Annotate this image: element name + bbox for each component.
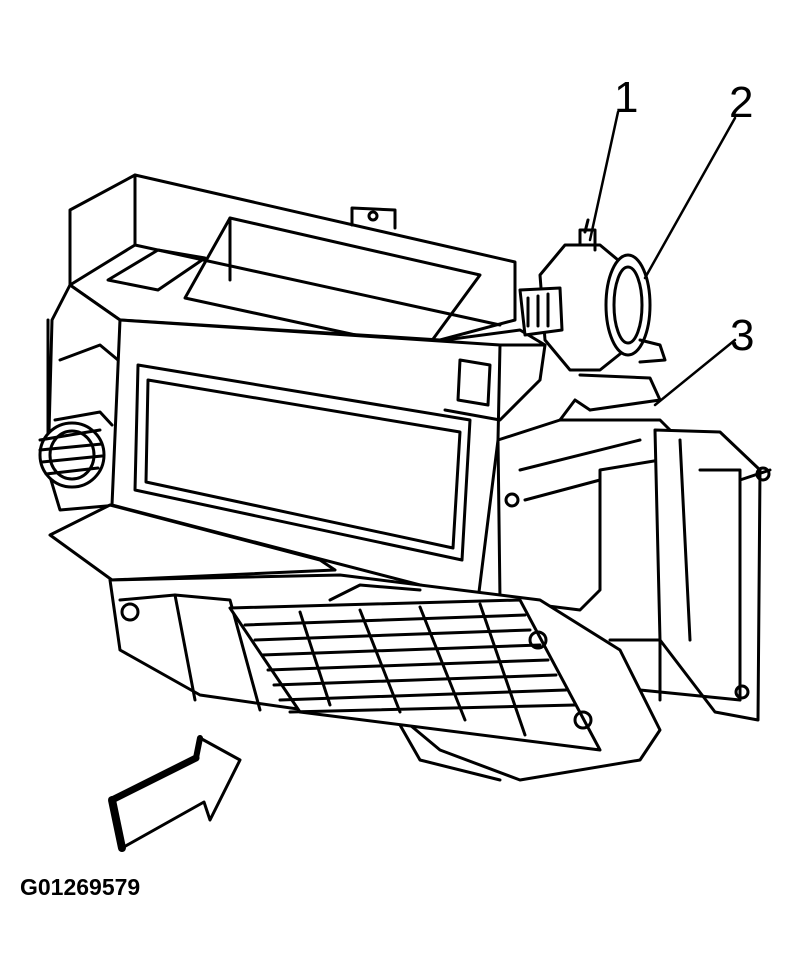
right-body — [496, 398, 772, 722]
leader-line-2 — [643, 116, 737, 280]
airflow-arrow — [108, 735, 242, 852]
leader-line-3 — [653, 338, 737, 407]
callout-label-2: 2 — [729, 78, 754, 127]
actuator-assembly — [518, 218, 667, 412]
callout-label-3: 3 — [730, 311, 755, 360]
leader-line-1 — [588, 110, 620, 242]
left-body — [38, 283, 122, 512]
leader-lines — [588, 110, 737, 407]
callout-label-1: 1 — [614, 73, 639, 122]
lower-core — [48, 503, 662, 782]
figure-id-label: G01269579 — [20, 874, 141, 900]
